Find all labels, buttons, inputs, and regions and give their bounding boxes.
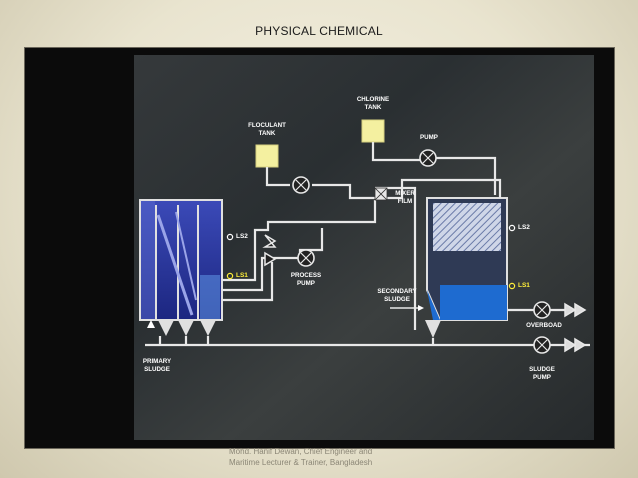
slide-title: PHYSICAL CHEMICAL [255,24,383,38]
ls1-left-switch [226,272,234,280]
credit-line-2: Maritime Lecturer & Trainer, Bangladesh [229,458,373,467]
ls2-right-label: LS2 [518,224,530,231]
primary-tank [139,199,223,336]
floculant-tank [255,144,279,168]
ls2-right-switch [508,224,516,232]
ls2-left-switch [226,233,234,241]
overboard-pump-icon [533,301,551,319]
credit-line-1: Mohd. Hanif Dewan, Chief Engineer and [229,447,373,456]
ls2-left-label: LS2 [236,233,248,240]
sludge-pump-icon [533,336,551,354]
process-pump-icon [297,249,315,267]
overboad-label: OVERBOAD [526,322,562,329]
author-credit: Mohd. Hanif Dewan, Chief Engineer and Ma… [229,446,449,468]
settling-tank [425,197,508,338]
sludge-pump-label: SLUDGE PUMP [529,366,555,381]
secondary-sludge-arrow [418,305,424,311]
ls1-left-label: LS1 [236,272,248,279]
pump-label: PUMP [420,134,438,141]
secondary-sludge-label: SECONDARY SLUDGE [377,288,417,303]
ls1-right-label: LS1 [518,282,530,289]
chlorine-tank [361,119,385,143]
chlorine-tank-label: CHLORINE TANK [356,96,390,111]
primary-sludge-label: PRIMARY SLUDGE [142,358,172,373]
floculant-tank-label: FLOCULANT TANK [248,122,286,137]
valves [262,234,587,353]
ls1-right-switch [508,282,516,290]
floculant-pump-icon [292,176,310,194]
process-pump-label: PROCESS PUMP [290,272,322,287]
mixer-film-label: MIXER FILM [395,190,415,205]
primary-sludge-arrow [147,320,155,328]
pump-icon [419,149,437,167]
